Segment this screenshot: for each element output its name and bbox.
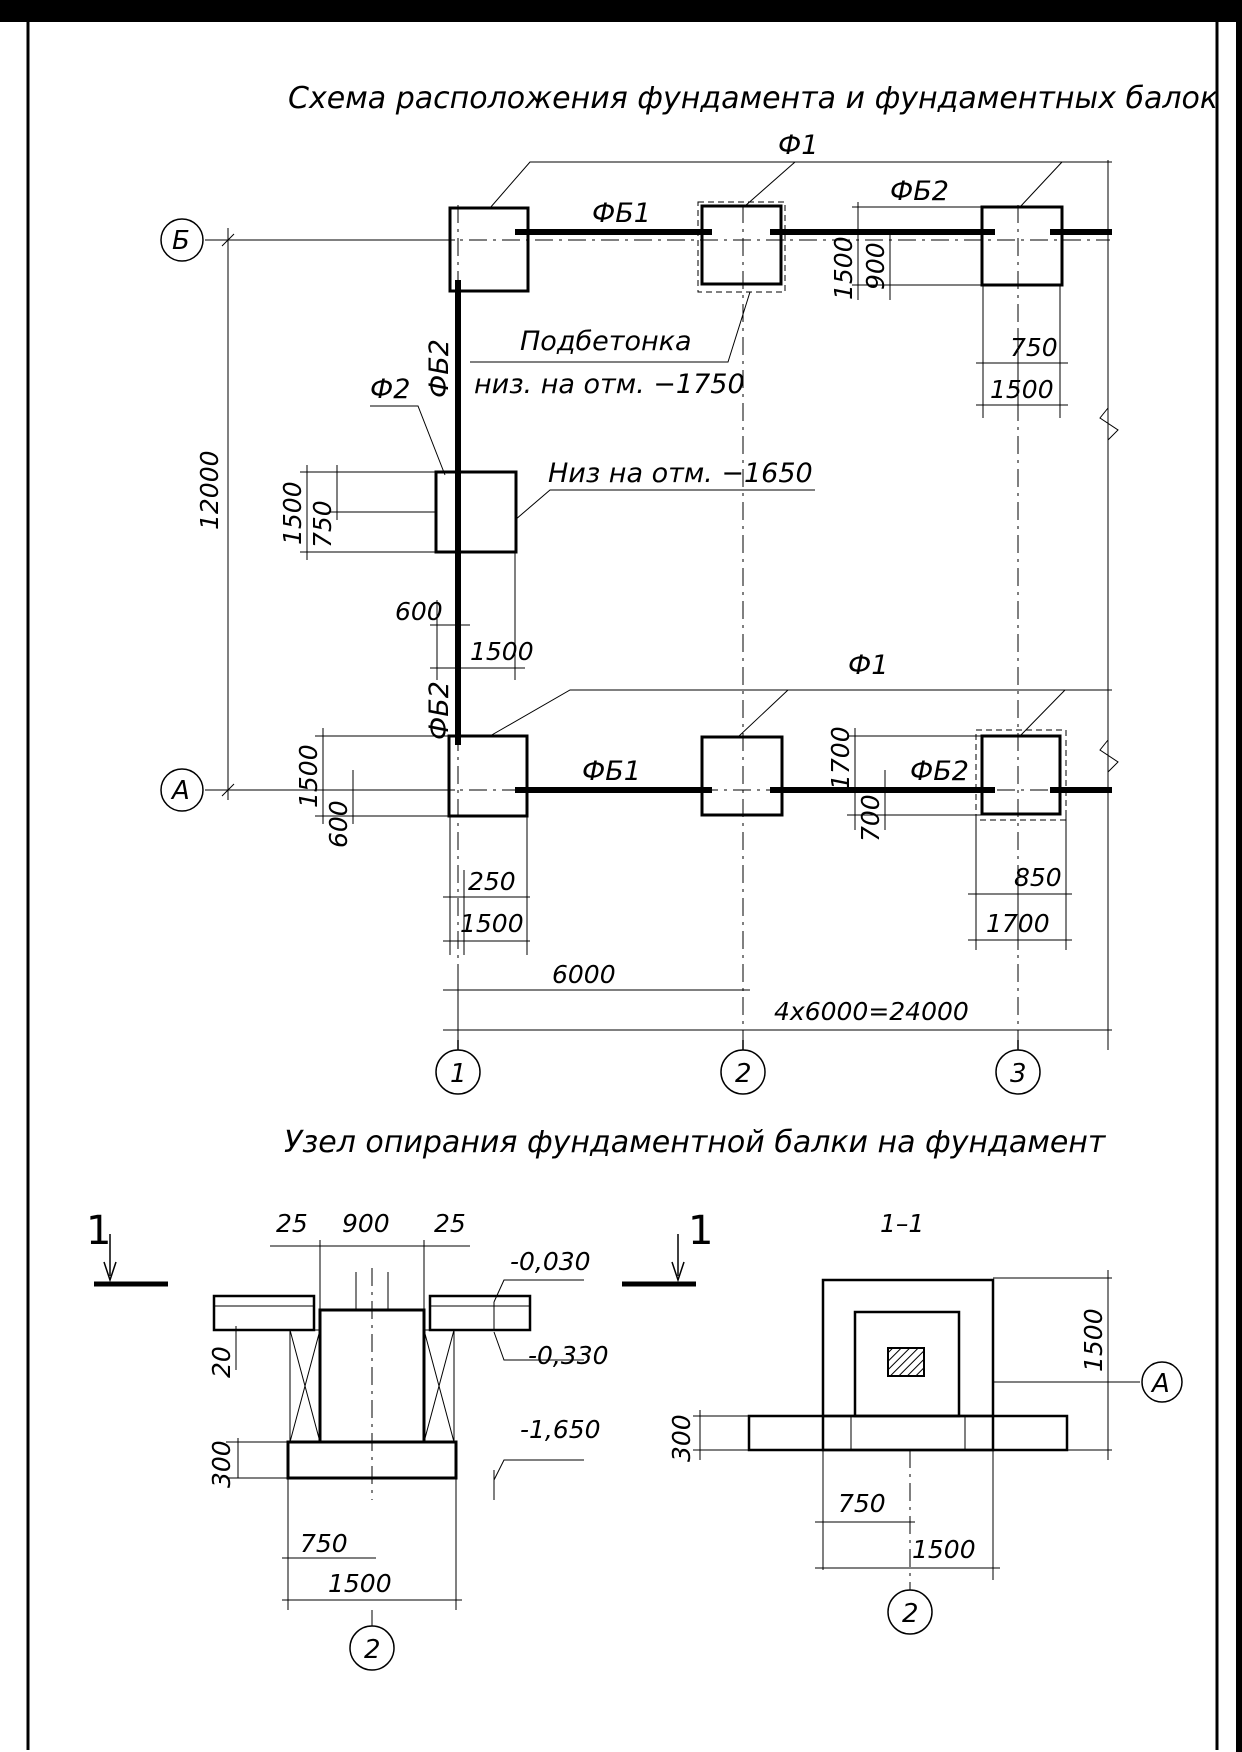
label-fb2-left-bottom: ФБ2 [424, 681, 455, 740]
label-podbetonka-1: Подбетонка [520, 326, 692, 357]
dim-1500-right-b: 1500 [829, 236, 858, 300]
axis-col-2: 2 [735, 1059, 752, 1089]
label-fb1-top: ФБ1 [592, 198, 651, 229]
node-dim-1500: 1500 [328, 1569, 392, 1598]
dim-900-right-b: 900 [861, 242, 890, 290]
section-axis-2: 2 [902, 1599, 919, 1629]
node-axis-2-left: 2 [364, 1635, 381, 1665]
section-mark-left: 1 [86, 1208, 111, 1254]
section-title: 1–1 [880, 1209, 924, 1238]
dim-1500-right: 1500 [990, 375, 1054, 404]
dim-6000: 6000 [552, 960, 616, 989]
dim-700-a: 700 [856, 794, 885, 842]
dim-12000: 12000 [195, 450, 224, 530]
plan-title: Схема расположения фундамента и фундамен… [288, 81, 1218, 116]
dim-1500-f2: 1500 [278, 481, 307, 545]
foundation-a3 [980, 734, 1062, 816]
node-title: Узел опирания фундаментной балки на фунд… [284, 1125, 1107, 1160]
dim-1700-a: 1700 [826, 726, 855, 790]
dim-1500-bottom1: 1500 [460, 909, 524, 938]
node-dim-25-right: 25 [434, 1209, 466, 1238]
dim-1700-bottom: 1700 [986, 909, 1050, 938]
plan-axis-bubbles [160, 218, 1041, 1095]
node-dim-300: 300 [207, 1440, 236, 1488]
dim-1500-a: 1500 [294, 744, 323, 808]
dim-600-left: 600 [395, 597, 443, 626]
foundation-a1 [447, 734, 529, 818]
section-dim-1500-bottom: 1500 [912, 1535, 976, 1564]
dim-600-a: 600 [324, 800, 353, 848]
foundation-a3-podbetonka [975, 729, 1067, 821]
node-dim-900: 900 [342, 1209, 390, 1238]
node-section-marks [94, 1234, 696, 1287]
node-level-2: -0,330 [528, 1341, 609, 1370]
dim-1500-gap: 1500 [470, 637, 534, 666]
label-fb1-bottom: ФБ1 [582, 756, 641, 787]
node-dim-20: 20 [207, 1346, 236, 1378]
section-dim-750: 750 [838, 1489, 886, 1518]
foundation-b3 [980, 205, 1064, 287]
foundation-b1 [448, 206, 530, 293]
section-1-1 [693, 1270, 1183, 1635]
label-f2: Ф2 [370, 374, 410, 405]
foundation-beams [455, 229, 1112, 793]
dim-750-f2: 750 [308, 500, 337, 548]
label-fb2-left-top: ФБ2 [424, 339, 455, 398]
label-fb2-top: ФБ2 [890, 176, 949, 207]
section-dim-300: 300 [667, 1414, 696, 1462]
foundation-b2 [700, 204, 783, 286]
dim-24000: 4х6000=24000 [774, 997, 969, 1026]
plan-dimension-lines [218, 202, 1112, 1040]
plan-grid-axes [205, 160, 1119, 1050]
section-mark-right: 1 [688, 1208, 713, 1254]
axis-col-3: 3 [1010, 1059, 1027, 1089]
plan-leaders [370, 161, 1112, 738]
label-podbetonka-2: низ. на отм. −1750 [474, 369, 745, 400]
foundation-f2 [434, 470, 518, 554]
node-dim-25-left: 25 [276, 1209, 308, 1238]
axis-col-1: 1 [450, 1059, 467, 1089]
dim-250: 250 [468, 867, 516, 896]
label-fb2-bottom: ФБ2 [910, 756, 969, 787]
dim-850: 850 [1014, 863, 1062, 892]
node-detail [212, 1240, 584, 1671]
axis-row-b: Б [172, 226, 190, 256]
label-f1-bottom: Ф1 [848, 650, 888, 681]
foundation-a2 [700, 735, 784, 817]
node-level-3: -1,650 [520, 1415, 601, 1444]
dim-750-right: 750 [1010, 333, 1058, 362]
label-niz: Низ на отм. −1650 [548, 458, 813, 489]
section-dim-1500: 1500 [1079, 1308, 1108, 1372]
node-dim-750: 750 [300, 1529, 348, 1558]
label-f1-top: Ф1 [778, 130, 818, 161]
node-level-1: -0,030 [510, 1247, 591, 1276]
axis-row-a: А [170, 776, 190, 806]
section-axis-a: А [1150, 1369, 1170, 1399]
foundation-b2-podbetonka [697, 201, 786, 293]
